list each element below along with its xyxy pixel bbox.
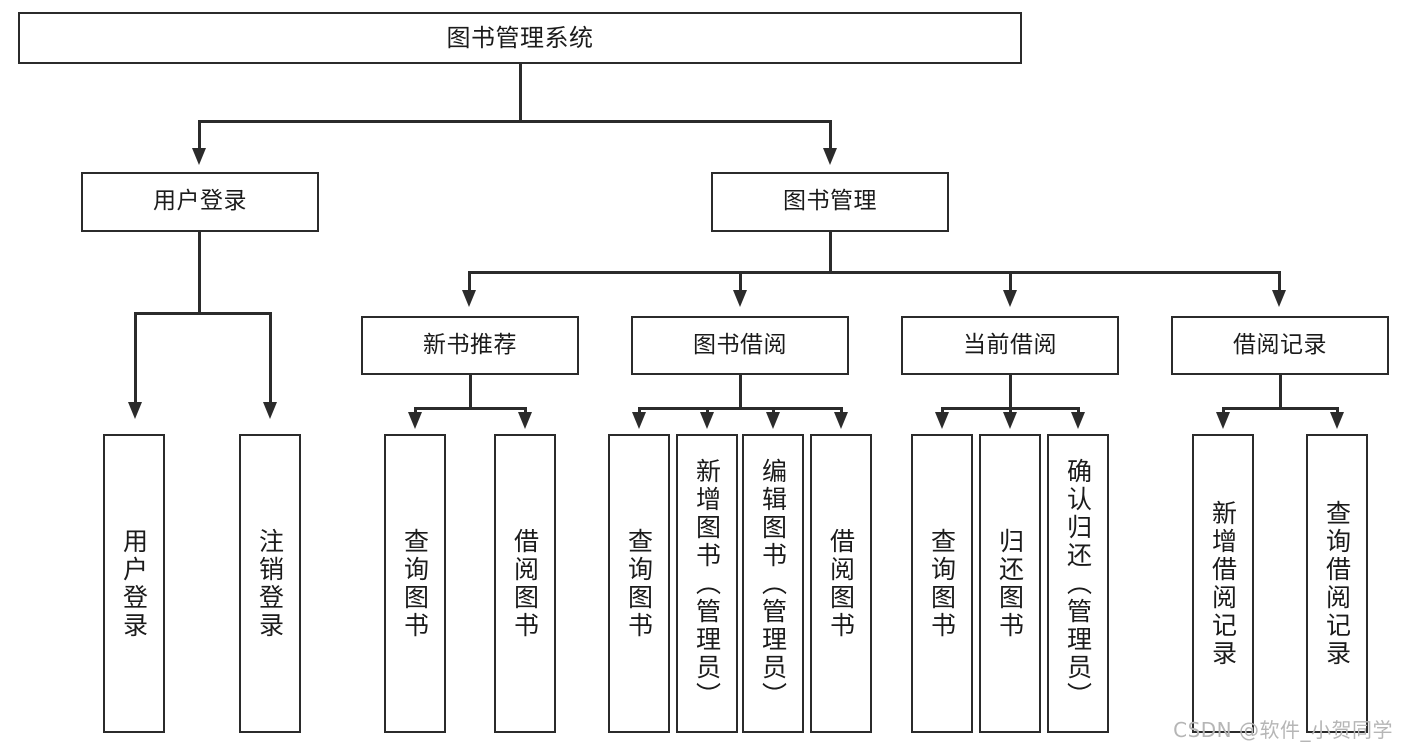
arrowhead-leaf-borrow-book-2 — [834, 412, 848, 429]
arrowhead-leaf-query-record — [1330, 412, 1344, 429]
node-new-book-recommendation[interactable]: 新书推荐 — [361, 316, 579, 375]
arrowhead-leaf-logout — [263, 402, 277, 419]
node-label: 借阅图书 — [510, 527, 540, 640]
leaf-add-book-admin[interactable]: 新增图书（管理员） — [676, 434, 738, 733]
node-label: 归还图书 — [995, 527, 1025, 640]
connector-book-borrow-drop-4 — [840, 407, 843, 415]
connector-user-login-stem — [198, 232, 201, 314]
connector-book-borrow-drop-3 — [772, 407, 775, 415]
arrowhead-leaf-query-book-3 — [935, 412, 949, 429]
connector-new-book-rec-drop-2 — [524, 407, 527, 415]
connector-borrow-record-bus — [1222, 407, 1338, 410]
arrowhead-borrow-record — [1272, 290, 1286, 307]
node-label: 新增借阅记录 — [1208, 499, 1238, 668]
leaf-borrow-book-borrow[interactable]: 借阅图书 — [810, 434, 872, 733]
connector-book-manage-drop-4 — [1278, 271, 1281, 293]
node-book-management[interactable]: 图书管理 — [711, 172, 949, 232]
leaf-query-book-borrow[interactable]: 查询图书 — [608, 434, 670, 733]
arrowhead-leaf-query-book-1 — [408, 412, 422, 429]
connector-new-book-rec-stem — [469, 375, 472, 409]
connector-book-borrow-drop-1 — [638, 407, 641, 415]
node-label: 图书管理系统 — [446, 23, 594, 52]
leaf-confirm-return-admin[interactable]: 确认归还（管理员） — [1047, 434, 1109, 733]
csdn-watermark: CSDN @软件_小贺同学 — [1173, 718, 1393, 742]
connector-root-bus — [198, 120, 832, 123]
arrowhead-leaf-return-book — [1003, 412, 1017, 429]
node-label: 图书管理 — [783, 188, 877, 215]
leaf-user-login[interactable]: 用户登录 — [103, 434, 165, 733]
node-label: 查询图书 — [624, 527, 654, 640]
connector-root-to-book-manage — [829, 120, 832, 150]
leaf-edit-book-admin[interactable]: 编辑图书（管理员） — [742, 434, 804, 733]
connector-root-stem — [519, 64, 522, 122]
connector-book-borrow-stem — [739, 375, 742, 409]
node-user-login[interactable]: 用户登录 — [81, 172, 319, 232]
leaf-return-book[interactable]: 归还图书 — [979, 434, 1041, 733]
node-label: 图书借阅 — [693, 331, 787, 358]
node-label: 确认归还（管理员） — [1063, 457, 1093, 710]
arrowhead-book-borrow — [733, 290, 747, 307]
node-label: 新增图书（管理员） — [692, 457, 722, 710]
connector-book-manage-drop-3 — [1009, 271, 1012, 293]
node-label: 编辑图书（管理员） — [758, 457, 788, 710]
leaf-query-book-current[interactable]: 查询图书 — [911, 434, 973, 733]
connector-user-login-drop-1 — [134, 312, 137, 404]
connector-book-borrow-bus — [638, 407, 842, 410]
arrowhead-root-to-book-manage — [823, 148, 837, 165]
arrowhead-leaf-query-book-2 — [632, 412, 646, 429]
leaf-borrow-book-new-rec[interactable]: 借阅图书 — [494, 434, 556, 733]
arrowhead-leaf-borrow-book-1 — [518, 412, 532, 429]
node-book-borrow[interactable]: 图书借阅 — [631, 316, 849, 375]
connector-current-borrow-drop-2 — [1009, 407, 1012, 415]
connector-book-manage-drop-1 — [468, 271, 471, 293]
node-label: 借阅记录 — [1233, 331, 1327, 358]
node-label: 当前借阅 — [963, 331, 1057, 358]
node-label: 用户登录 — [119, 527, 149, 640]
node-label: 查询图书 — [400, 527, 430, 640]
arrowhead-leaf-add-record — [1216, 412, 1230, 429]
node-root-book-management-system[interactable]: 图书管理系统 — [18, 12, 1022, 64]
connector-user-login-bus — [134, 312, 271, 315]
connector-current-borrow-stem — [1009, 375, 1012, 409]
leaf-add-borrow-record[interactable]: 新增借阅记录 — [1192, 434, 1254, 733]
connector-root-to-user-login — [198, 120, 201, 150]
node-label: 查询图书 — [927, 527, 957, 640]
connector-borrow-record-stem — [1279, 375, 1282, 409]
arrowhead-leaf-confirm-return — [1071, 412, 1085, 429]
connector-new-book-rec-drop-1 — [414, 407, 417, 415]
connector-book-borrow-drop-2 — [706, 407, 709, 415]
connector-current-borrow-drop-1 — [941, 407, 944, 415]
connector-borrow-record-drop-1 — [1222, 407, 1225, 415]
node-label: 注销登录 — [255, 527, 285, 640]
node-current-borrow[interactable]: 当前借阅 — [901, 316, 1119, 375]
leaf-logout[interactable]: 注销登录 — [239, 434, 301, 733]
arrowhead-new-book-rec — [462, 290, 476, 307]
arrowhead-root-to-user-login — [192, 148, 206, 165]
node-borrow-record[interactable]: 借阅记录 — [1171, 316, 1389, 375]
arrowhead-leaf-user-login — [128, 402, 142, 419]
node-label: 新书推荐 — [423, 331, 517, 358]
arrowhead-current-borrow — [1003, 290, 1017, 307]
leaf-query-book-new-rec[interactable]: 查询图书 — [384, 434, 446, 733]
node-label: 借阅图书 — [826, 527, 856, 640]
connector-book-manage-stem — [829, 232, 832, 273]
connector-book-manage-bus — [468, 271, 1280, 274]
arrowhead-leaf-add-book — [700, 412, 714, 429]
node-label: 用户登录 — [153, 188, 247, 215]
arrowhead-leaf-edit-book — [766, 412, 780, 429]
connector-user-login-drop-2 — [269, 312, 272, 404]
node-label: 查询借阅记录 — [1322, 499, 1352, 668]
connector-borrow-record-drop-2 — [1336, 407, 1339, 415]
connector-book-manage-drop-2 — [739, 271, 742, 293]
connector-current-borrow-drop-3 — [1077, 407, 1080, 415]
leaf-query-borrow-record[interactable]: 查询借阅记录 — [1306, 434, 1368, 733]
connector-new-book-rec-bus — [414, 407, 527, 410]
